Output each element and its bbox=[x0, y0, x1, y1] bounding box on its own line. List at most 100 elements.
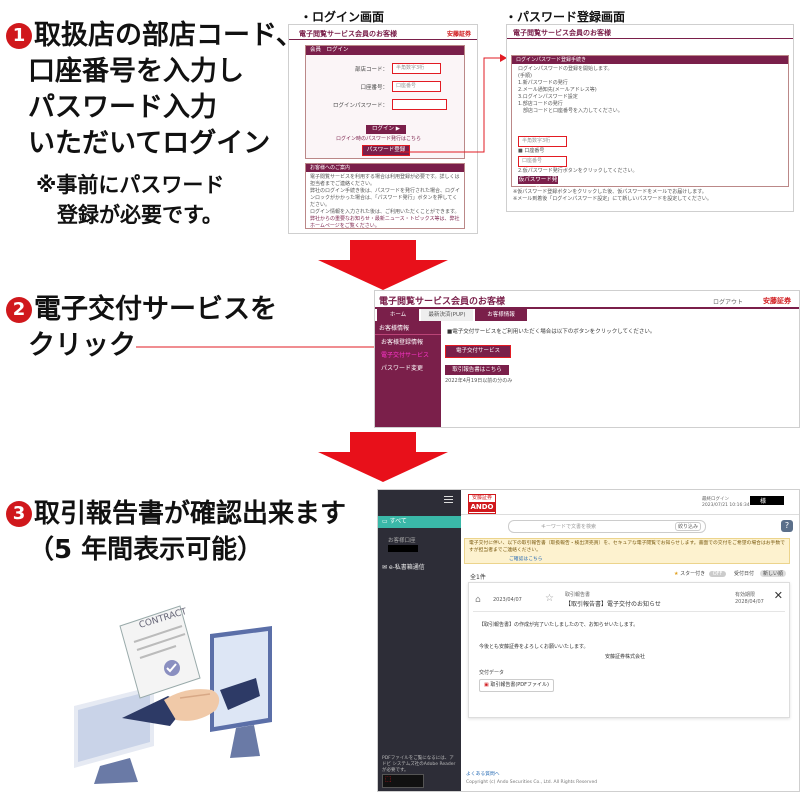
side-item-password[interactable]: パスワード変更 bbox=[381, 365, 424, 372]
password-line: 1.部店コードの発行 bbox=[518, 101, 563, 107]
tab-customer-info[interactable]: お客様情報 bbox=[475, 309, 527, 321]
login-password-input[interactable] bbox=[392, 99, 447, 110]
app-logo: 安藤証券 ANDO bbox=[468, 494, 496, 514]
mail-icon: ✉ bbox=[382, 564, 388, 571]
step-1-number: 1 bbox=[6, 23, 32, 49]
filter-button[interactable]: 絞り込み bbox=[674, 522, 701, 531]
login-caption: ・ログイン画面 bbox=[300, 10, 385, 24]
last-login-label: 最終ログイン bbox=[702, 497, 729, 502]
contract-illustration: CONTRACT bbox=[74, 605, 272, 784]
logout-link[interactable]: ログアウト bbox=[712, 299, 743, 306]
attachment-label: 交付データ bbox=[479, 670, 505, 676]
attachment-pdf-button[interactable]: ▣ 取引報告書(PDFファイル) bbox=[479, 679, 554, 692]
e-delivery-service-button[interactable]: 電子交付サービス bbox=[445, 345, 511, 358]
side-header: お客様情報 bbox=[375, 321, 441, 335]
document-title[interactable]: 【取引報告書】電子交付のお知らせ bbox=[565, 601, 661, 608]
password-register-button[interactable]: パスワード登録 bbox=[362, 145, 410, 156]
user-name-redacted bbox=[750, 496, 784, 505]
adobe-reader-badge[interactable]: ⬚ bbox=[382, 774, 424, 788]
step-3-line-2: （5 年間表示可能） bbox=[28, 535, 264, 565]
service-screenshot: 電子閲覧サービス会員のお客様 ログアウト 安藤証券 ホーム 最新決済(PUP) … bbox=[374, 290, 800, 428]
tab-latest[interactable]: 最新決済(PUP) bbox=[421, 309, 473, 321]
starred-filter[interactable]: ★ スター付き OFF bbox=[674, 570, 727, 577]
tab-home[interactable]: ホーム bbox=[377, 309, 419, 321]
forgot-password-link[interactable]: ログイン時のパスワード発行はこちら bbox=[336, 136, 422, 142]
branch-code-input[interactable]: 半角数字3桁 bbox=[392, 63, 441, 74]
account-number-input[interactable]: 口座番号 bbox=[392, 81, 441, 92]
faq-link[interactable]: よくある質問へ bbox=[466, 772, 500, 777]
password-note: ※事前にパスワード 登録が必要です。 bbox=[36, 173, 225, 227]
side-item-registration[interactable]: お客様登録情報 bbox=[381, 339, 424, 346]
temp-password-button[interactable]: 仮パスワード発行 bbox=[518, 176, 558, 191]
service-date-note: 2022年4月19日以前の分のみ bbox=[445, 378, 513, 384]
password-line: 3.ログインパスワード設定 bbox=[518, 94, 578, 100]
notice-line: 弊社からの重要なお知らせ・最新ニュース・トピックス等は、弊社ホームページをご覧く… bbox=[310, 216, 460, 229]
password-panel-header: ログインパスワード登録手続き bbox=[512, 56, 788, 64]
login-notice-header: お客様へのご案内 bbox=[306, 164, 464, 172]
login-panel: 会員 ログイン 部店コード： 半角数字3桁 口座番号： 口座番号 ログインパスワ… bbox=[305, 45, 465, 159]
login-notice: お客様へのご案内 電子閲覧サービスを利用する場合は利用登録が必要です。詳しくは担… bbox=[305, 163, 465, 229]
login-button[interactable]: ログイン ▶ bbox=[366, 125, 406, 134]
pdf-icon: ▣ bbox=[484, 682, 489, 688]
login-screenshot: 電子閲覧サービス会員のお客様 安藤証券 会員 ログイン 部店コード： 半角数字3… bbox=[288, 24, 478, 234]
notice-text: 電子交付に伴い、以下の取引報告書（取扱報告・検出済売買）を、セキュアな電子閲覧で… bbox=[469, 541, 785, 553]
pw-branch-code-input[interactable]: 半角数字3桁 bbox=[518, 136, 567, 147]
help-icon[interactable]: ? bbox=[781, 520, 793, 532]
starred-toggle[interactable]: OFF bbox=[708, 571, 727, 577]
user-honorific: 様 bbox=[760, 498, 767, 505]
search-input[interactable]: キーワードで文書を検索 bbox=[541, 524, 597, 530]
password-footer-line: ※仮パスワード登録ボタンをクリックした後、仮パスワードをメールでお届けします。 bbox=[513, 189, 707, 195]
password-panel: ログインパスワード登録手続き ログインパスワードの登録を開始します。 (手順) … bbox=[511, 55, 789, 191]
account-number-label: 口座番号： bbox=[360, 85, 388, 91]
password-line: 部店コードと口座番号を入力してください。 bbox=[518, 108, 623, 114]
search-bar[interactable]: キーワードで文書を検索 絞り込み bbox=[508, 520, 706, 533]
document-star-icon[interactable]: ☆ bbox=[545, 593, 554, 604]
menu-all[interactable]: ▭ すべて bbox=[378, 516, 461, 528]
step-2-number: 2 bbox=[6, 297, 32, 323]
password-caption: ・パスワード登録画面 bbox=[505, 10, 626, 24]
side-item-e-delivery[interactable]: 電子交付サービス bbox=[381, 352, 430, 359]
deadline-date: 2028/04/07 bbox=[735, 599, 764, 605]
step-3-number: 3 bbox=[6, 501, 32, 527]
service-message: ■電子交付サービスをご利用いただく場合は以下のボタンをクリックしてください。 bbox=[447, 329, 656, 335]
service-logo: 安藤証券 bbox=[763, 297, 791, 305]
down-arrow-1 bbox=[318, 240, 448, 290]
pw-account-label: ■ 口座番号 bbox=[518, 148, 545, 154]
close-icon[interactable]: ✕ bbox=[773, 589, 783, 602]
password-line: (手順) bbox=[518, 73, 532, 79]
step-2-line-2: クリック bbox=[28, 330, 136, 361]
password-line: 2.メール通知先(メールアドレス等) bbox=[518, 87, 597, 93]
login-panel-header: 会員 ログイン bbox=[306, 46, 464, 55]
sort-order-toggle[interactable]: 新しい順 bbox=[760, 570, 787, 577]
notice-link[interactable]: ご確認はこちら bbox=[509, 557, 543, 562]
account-redacted bbox=[388, 545, 418, 552]
password-line: ログインパスワードの登録を開始します。 bbox=[518, 66, 613, 72]
sort-date-label: 受付日付 bbox=[734, 571, 755, 577]
login-title: 電子閲覧サービス会員のお客様 bbox=[299, 30, 397, 38]
trade-report-button[interactable]: 取引報告書はこちら bbox=[445, 365, 509, 375]
service-title: 電子閲覧サービス会員のお客様 bbox=[379, 297, 506, 307]
pw-account-input[interactable]: 口座番号 bbox=[518, 156, 567, 167]
document-date: 2023/04/07 bbox=[493, 597, 522, 603]
side-item-eshishobako[interactable]: ✉ e-私書箱通信 bbox=[382, 564, 425, 571]
password-screenshot: 電子閲覧サービス会員のお客様 ログインパスワード登録手続き ログインパスワードの… bbox=[506, 24, 794, 212]
document-signature: 安藤証券株式会社 bbox=[605, 654, 646, 660]
folder-icon: ▭ bbox=[382, 518, 388, 525]
app-sidebar: ▭ すべて お客様口座 ✉ e-私書箱通信 PDFファイルをご覧になるには、アド… bbox=[378, 490, 461, 791]
login-logo: 安藤証券 bbox=[446, 31, 471, 38]
copyright: Copyright (c) Ando Securities Co., Ltd. … bbox=[466, 780, 598, 785]
side-footer: PDFファイルをご覧になるには、アドビ システムズ社のAdobe Readerが… bbox=[382, 756, 456, 773]
pw-instruction: 2.仮パスワード発行ボタンをクリックしてください。 bbox=[518, 168, 638, 174]
notice-banner: 電子交付に伴い、以下の取引報告書（取扱報告・検出済売買）を、セキュアな電子閲覧で… bbox=[464, 538, 790, 564]
document-card: ⌂ 2023/04/07 ☆ 取引報告書 【取引報告書】電子交付のお知らせ 有効… bbox=[468, 582, 790, 718]
hamburger-menu-icon[interactable] bbox=[444, 496, 453, 503]
document-body-line-2: 今後とも安藤証券をよろしくお願いいたします。 bbox=[479, 644, 589, 650]
branch-code-label: 部店コード： bbox=[354, 67, 388, 73]
app-screenshot: ▭ すべて お客様口座 ✉ e-私書箱通信 PDFファイルをご覧になるには、アド… bbox=[377, 489, 800, 792]
notice-line: 電子閲覧サービスを利用する場合は利用登録が必要です。詳しくは担当者までご連絡くだ… bbox=[310, 174, 460, 187]
star-icon: ★ bbox=[674, 571, 679, 577]
step-1-line-3: パスワード入力 bbox=[28, 92, 217, 123]
